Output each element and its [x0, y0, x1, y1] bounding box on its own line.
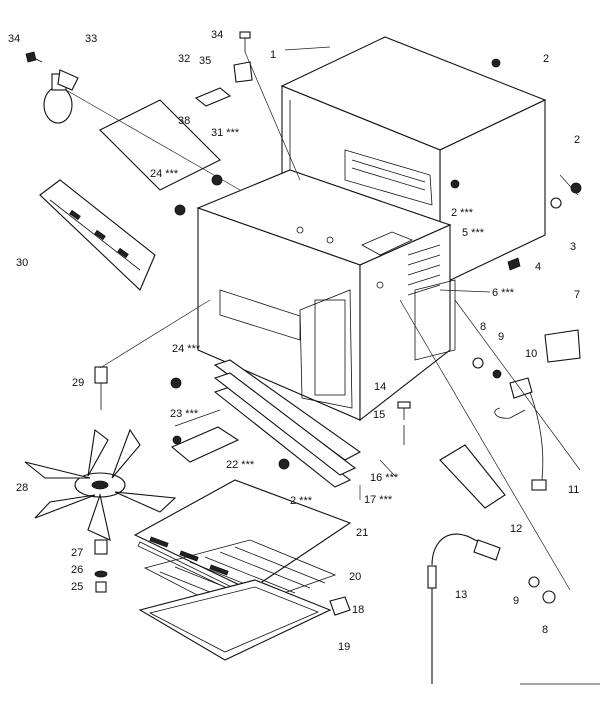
- convection-fan: [24, 428, 177, 541]
- screw-2b: [570, 182, 582, 194]
- nut-8a: [472, 357, 484, 369]
- shelf-support-17: [213, 386, 352, 488]
- callout-4: 4: [535, 261, 541, 273]
- callout-35: 35: [199, 55, 211, 67]
- screw-4: [507, 257, 521, 271]
- callout-10: 10: [525, 348, 537, 360]
- callout-26: 26: [71, 564, 83, 576]
- screw-2c: [450, 179, 460, 189]
- callout-20: 20: [349, 571, 361, 583]
- pan-handle-18: [329, 596, 351, 616]
- callout-2d: 2 ***: [290, 495, 313, 507]
- probe-bracket: [439, 444, 506, 509]
- callout-17: 17 ***: [364, 494, 393, 506]
- screw-2d: [278, 458, 290, 470]
- nut-27: [94, 539, 108, 555]
- screw-34b: [239, 31, 251, 52]
- callout-23: 23 ***: [170, 408, 199, 420]
- element-bracket-22: [170, 426, 240, 463]
- callout-9b: 9: [513, 595, 519, 607]
- screw-24b: [170, 377, 182, 389]
- crumb-tray: [133, 479, 352, 601]
- callout-27: 27: [71, 547, 83, 559]
- callout-29: 29: [72, 377, 84, 389]
- callout-19: 19: [338, 641, 350, 653]
- oven-lamp: [43, 69, 79, 124]
- washer-26: [94, 570, 108, 578]
- callout-28: 28: [16, 482, 28, 494]
- callout-labels: 1 2 2 2 *** 5 *** 3 4 6 *** 7 8 9 10 11 …: [8, 29, 580, 653]
- callout-38: 38: [178, 115, 190, 127]
- callout-6: 6 ***: [492, 287, 515, 299]
- washer-3: [550, 197, 562, 209]
- callout-2b: 2: [574, 134, 580, 146]
- callout-14: 14: [374, 381, 386, 393]
- shelf-support-upper: [213, 372, 357, 476]
- leader-lines: [65, 46, 581, 591]
- temperature-probe: [427, 533, 501, 684]
- callout-12: 12: [510, 523, 522, 535]
- callout-7: 7: [574, 289, 580, 301]
- callout-24b: 24 ***: [172, 343, 201, 355]
- nut-8b: [542, 590, 556, 604]
- washer-9b: [528, 576, 540, 588]
- callout-30: 30: [16, 257, 28, 269]
- fan-shaft-29: [94, 366, 108, 410]
- control-panel-vents: [407, 244, 441, 296]
- nameplate: [544, 329, 581, 363]
- connector-11: [531, 479, 547, 491]
- callout-22: 22 ***: [226, 459, 255, 471]
- callout-34b: 34: [211, 29, 223, 41]
- rear-panel: [99, 99, 221, 191]
- lamp-socket-35: [233, 61, 253, 83]
- bracket-38: [194, 87, 232, 107]
- thermostat-10: [494, 377, 544, 481]
- callout-31: 31 ***: [211, 127, 240, 139]
- washer-9a: [492, 369, 502, 379]
- broil-pan: [138, 579, 332, 661]
- callout-15: 15: [373, 409, 385, 421]
- side-bracket: [39, 179, 156, 291]
- callout-34a: 34: [8, 33, 20, 45]
- callout-33: 33: [85, 33, 97, 45]
- screw-23: [172, 435, 182, 445]
- callout-2c: 2 ***: [451, 207, 474, 219]
- callout-1: 1: [270, 49, 276, 61]
- callout-8a: 8: [480, 321, 486, 333]
- screw-24a: [174, 204, 186, 216]
- callout-2a: 2: [543, 53, 549, 65]
- callout-21: 21: [356, 527, 368, 539]
- bushing-25: [95, 581, 107, 593]
- callout-24a: 24 ***: [150, 168, 179, 180]
- callout-16: 16 ***: [370, 472, 399, 484]
- callout-13: 13: [455, 589, 467, 601]
- callout-9a: 9: [498, 331, 504, 343]
- screw-34a: [25, 51, 43, 63]
- callout-3: 3: [570, 241, 576, 253]
- screw-2a: [491, 58, 501, 68]
- callout-8b: 8: [542, 624, 548, 636]
- callout-5: 5 ***: [462, 227, 485, 239]
- callout-11: 11: [568, 484, 579, 496]
- callout-25: 25: [71, 581, 83, 593]
- callout-32: 32: [178, 53, 190, 65]
- callout-18: 18: [352, 604, 364, 616]
- screw-14: [397, 401, 411, 420]
